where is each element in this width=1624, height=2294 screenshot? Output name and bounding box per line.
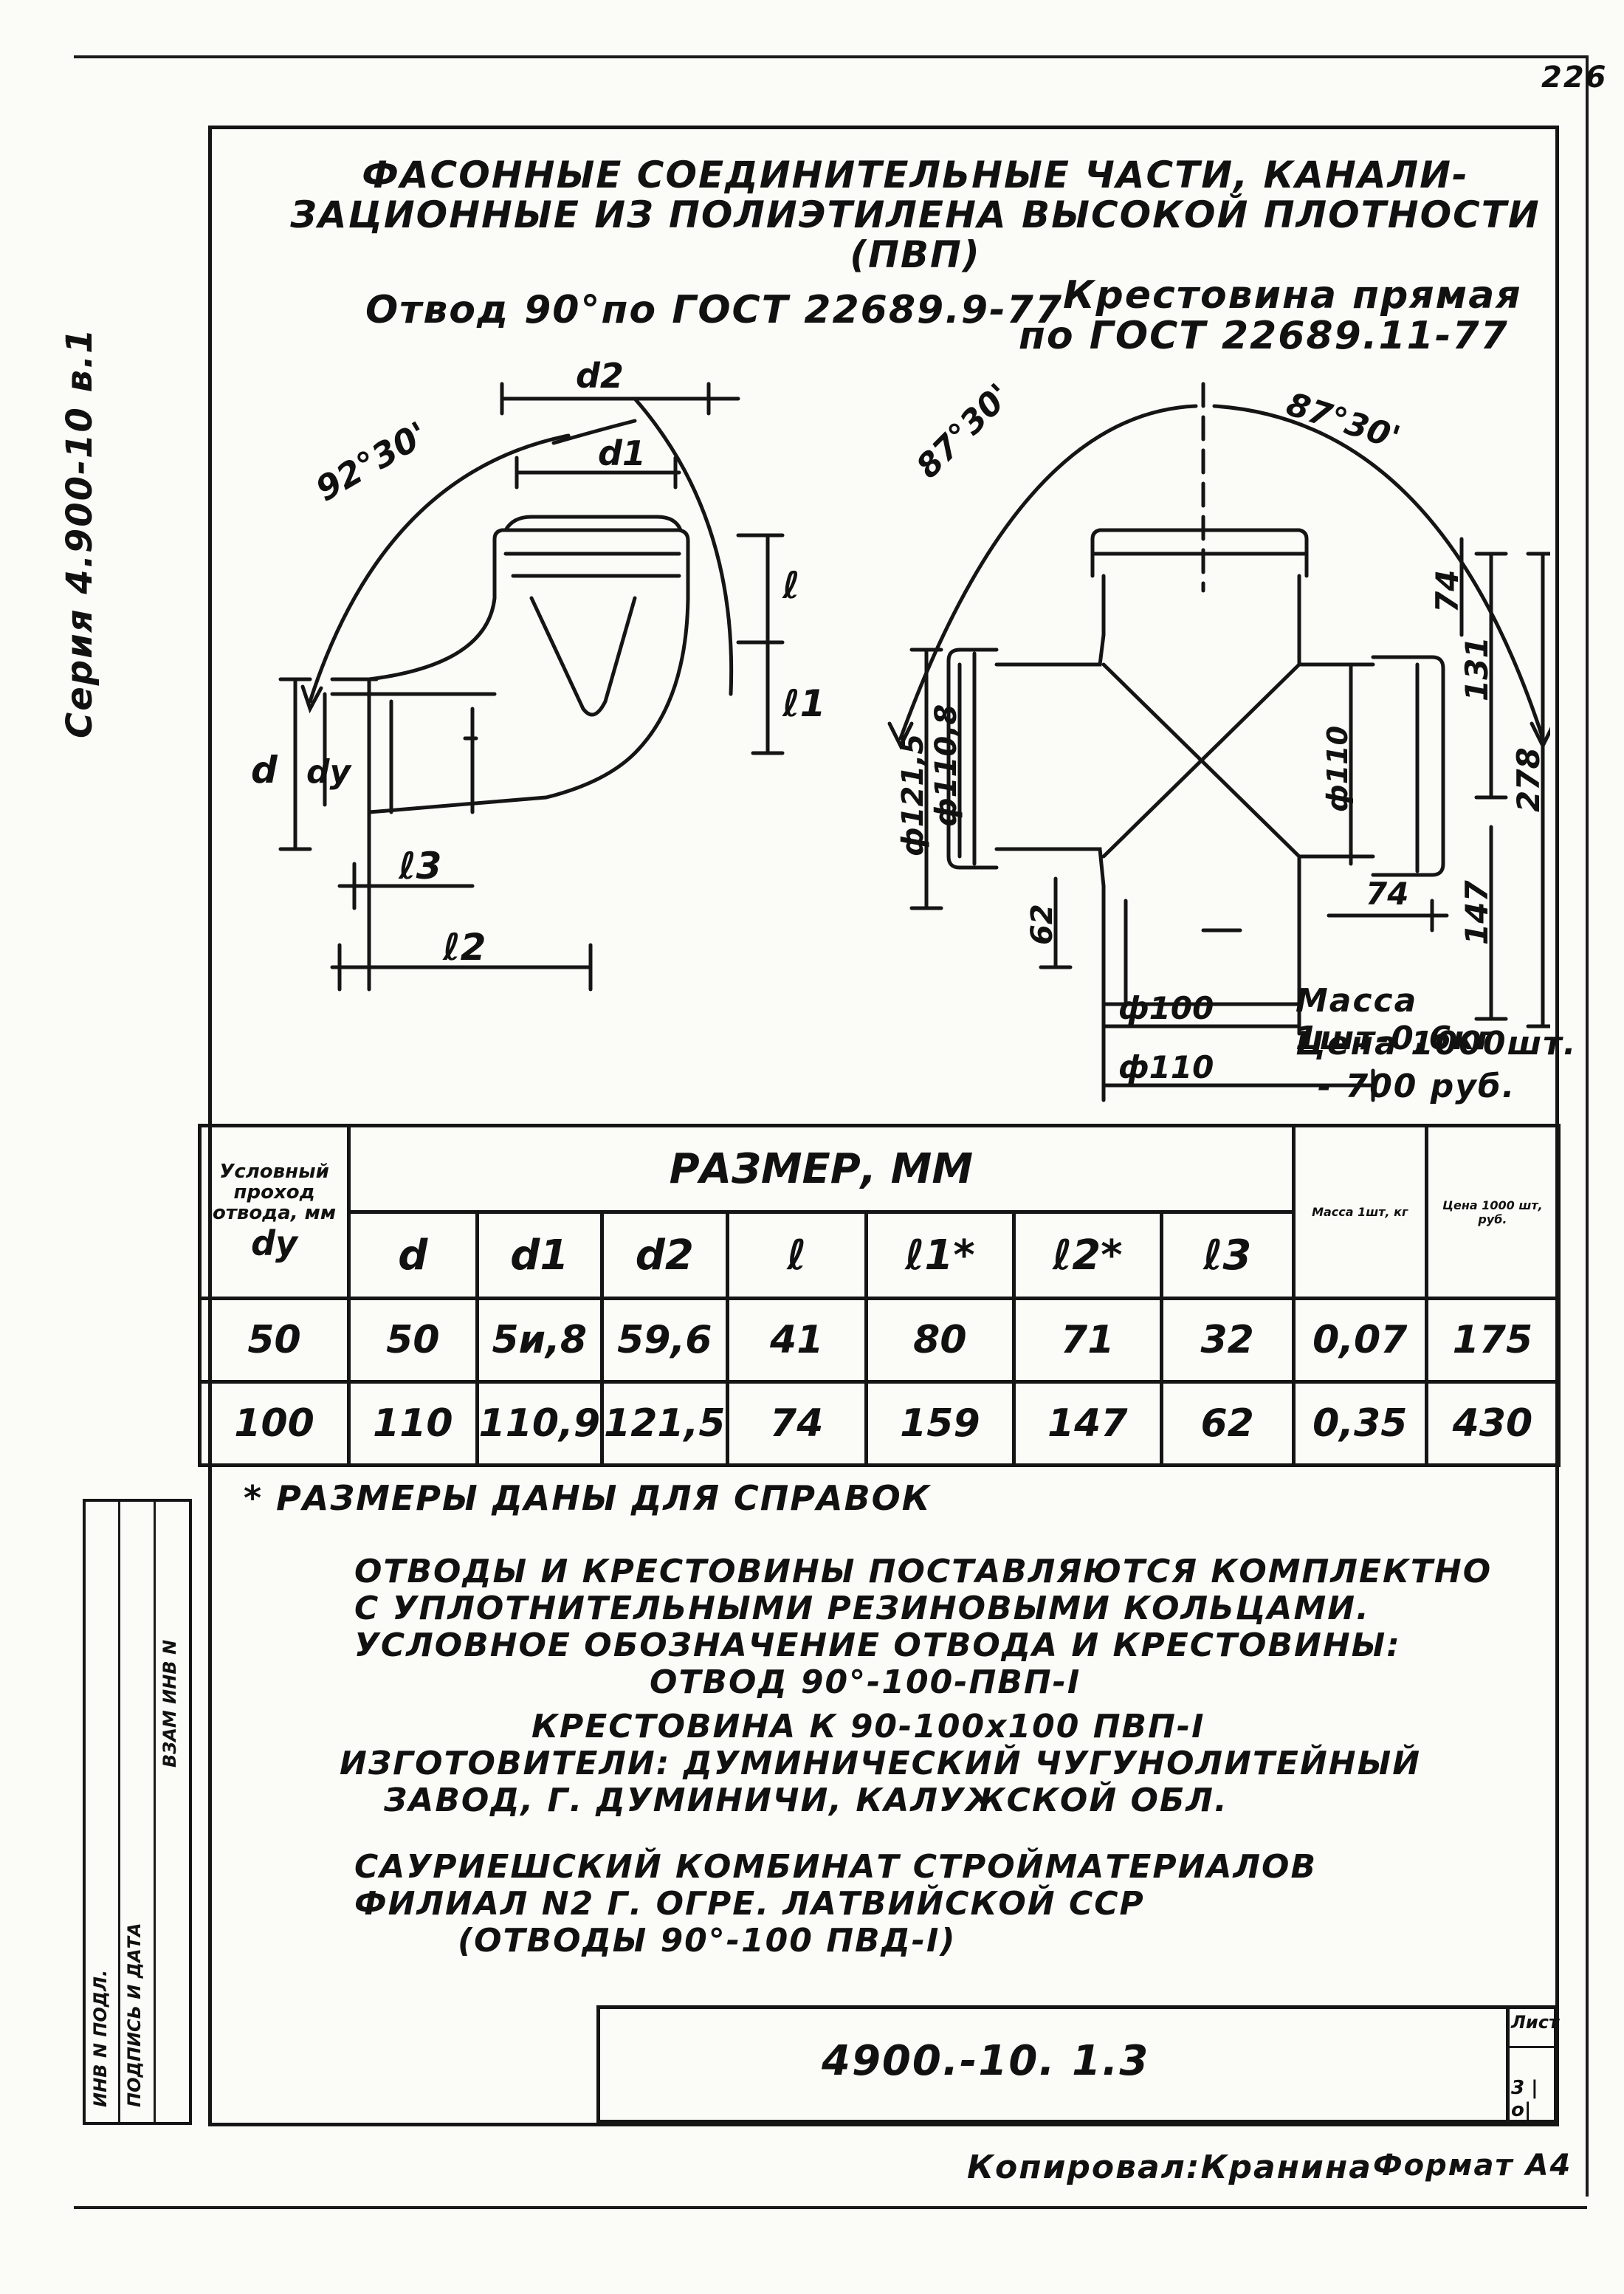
maker-2-line-3: (ОТВОДЫ 90°-100 ПВД-I) (458, 1922, 957, 1960)
cross-d1215-label: ф121,5 (896, 734, 930, 856)
stamp-code: 4900.-10. 1.3 (822, 2037, 1150, 2085)
size-col-l1: ℓ1* (864, 1210, 1016, 1300)
top-rule (74, 55, 1587, 58)
cross-dim62: 62 (1025, 904, 1059, 945)
note-line-3: УСЛОВНОЕ ОБОЗНАЧЕНИЕ ОТВОДА И КРЕСТОВИНЫ… (354, 1627, 1401, 1664)
footnote: * РАЗМЕРЫ ДАНЫ ДЛЯ СПРАВОК (244, 1478, 932, 1518)
cross-dim147: 147 (1459, 880, 1495, 945)
table-cell: 41 (725, 1297, 868, 1384)
note-line-2: С УПЛОТНИТЕЛЬНЫМИ РЕЗИНОВЫМИ КОЛЬЦАМИ. (354, 1590, 1370, 1627)
cross-d110v-label: ф110 (1321, 726, 1354, 812)
maker-1-line-2: ЗАВОД, Г. ДУМИНИЧИ, КАЛУЖСКОЙ ОБЛ. (384, 1782, 1228, 1819)
elbow-l2-label: ℓ2 (442, 926, 486, 969)
cross-d100-label: ф100 (1118, 990, 1214, 1026)
right-rule (1586, 55, 1589, 2197)
technical-drawing: 92°30' d2 d1 ℓ ℓ1 d dy ℓ3 ℓ2 87°30' 87°3… (251, 356, 1550, 1102)
mass-note-1: Масса 1шт-0,6кг (1296, 982, 1495, 1057)
elbow-l-label: ℓ (782, 564, 800, 607)
series-label: Серия 4.900-10 в.1 (59, 327, 100, 738)
table-cell: 0,35 (1291, 1380, 1428, 1467)
cross-drawing (887, 382, 1550, 1102)
cross-labels: 87°30' 87°30' ф121,5 ф110,8 ф110 74 131 … (896, 377, 1546, 1085)
cross-dim74-bottom: 74 (1366, 876, 1408, 912)
table-row: 50 50 5и,8 59,6 41 80 71 32 0,07 175 (197, 1297, 1561, 1384)
table-cell: 62 (1159, 1380, 1296, 1467)
bottom-rule (74, 2206, 1587, 2209)
table-cell: 100 (197, 1380, 351, 1467)
table-cell: 147 (1011, 1380, 1163, 1467)
sheet-number: 3 |о| (1511, 2077, 1538, 2121)
title-stamp: 4900.-10. 1.3 (596, 2005, 1554, 2123)
cross-dim74-top: 74 (1429, 570, 1465, 613)
size-col-l: ℓ (725, 1210, 868, 1300)
table-cell: 50 (197, 1297, 351, 1384)
table-cell: 74 (725, 1380, 868, 1467)
title-line-2: ЗАЦИОННЫЕ ИЗ ПОЛИЭТИЛЕНА ВЫСОКОЙ ПЛОТНОС… (290, 193, 1541, 236)
table-cell: 430 (1424, 1380, 1561, 1467)
footer-copied-by: Копировал:Кранина (967, 2149, 1372, 2186)
table-cell: 0,07 (1291, 1297, 1428, 1384)
maker-1-line-1: ИЗГОТОВИТЕЛИ: ДУМИНИЧЕСКИЙ ЧУГУНОЛИТЕЙНЫ… (340, 1745, 1422, 1782)
table-cell: 110 (347, 1380, 479, 1467)
size-col-l3: ℓ3 (1159, 1210, 1296, 1300)
maker-2-line-2: ФИЛИАЛ N2 Г. ОГРЕ. ЛАТВИЙСКОЙ ССР (354, 1885, 1145, 1923)
table-cell: 110,9 (475, 1380, 605, 1467)
table-cell: 71 (1011, 1297, 1163, 1384)
size-col-d: d (347, 1210, 479, 1300)
title-line-1: ФАСОННЫЕ СОЕДИНИТЕЛЬНЫЕ ЧАСТИ, КАНАЛИ- (362, 154, 1469, 196)
title-line-3: (ПВП) (850, 233, 981, 276)
elbow-labels: 92°30' d2 d1 ℓ ℓ1 d dy ℓ3 ℓ2 (251, 356, 825, 969)
table-cell: 32 (1159, 1297, 1296, 1384)
table-cell: 5и,8 (475, 1297, 605, 1384)
elbow-dy-label: dy (306, 753, 352, 791)
elbow-d1-label: d1 (598, 433, 646, 473)
size-col-d2: d2 (600, 1210, 729, 1300)
note-line-1: ОТВОДЫ И КРЕСТОВИНЫ ПОСТАВЛЯЮТСЯ КОМПЛЕК… (354, 1553, 1493, 1590)
table-cell: 159 (864, 1380, 1016, 1467)
side-label-1: ИНВ N ПОДЛ. (90, 1969, 111, 2107)
table-row: 100 110 110,9 121,5 74 159 147 62 0,35 4… (197, 1380, 1561, 1467)
elbow-d2-label: d2 (576, 356, 624, 396)
maker-2-line-1: САУРИЕШСКИЙ КОМБИНАТ СТРОЙМАТЕРИАЛОВ (354, 1848, 1317, 1886)
cross-d110h-label: ф110 (1118, 1049, 1214, 1085)
cross-dim131: 131 (1459, 636, 1495, 701)
note-line-4: ОТВОД 90°-100-ПВП-I (650, 1663, 1081, 1701)
dimensions-table: Условный проход отвода, мм dy РАЗМЕР, ММ… (197, 1124, 1561, 1467)
elbow-d-label: d (251, 749, 278, 791)
size-col-d1: d1 (475, 1210, 605, 1300)
note-line-5: КРЕСТОВИНА К 90-100х100 ПВП-I (531, 1708, 1205, 1745)
mass-note-2: Цена 1000шт. (1296, 1025, 1577, 1062)
elbow-angle-label: 92°30' (309, 413, 435, 509)
side-label-3: ВЗАМ ИНВ N (159, 1639, 180, 1768)
cross-angle-left: 87°30' (909, 377, 1019, 486)
side-label-2: ПОДПИСЬ И ДАТА (124, 1923, 145, 2107)
elbow-drawing (278, 382, 785, 992)
cross-d1108-label: ф110,8 (929, 704, 963, 827)
cross-title-2: по ГОСТ 22689.11-77 (1019, 314, 1509, 358)
approval-column: ИНВ N ПОДЛ. ПОДПИСЬ И ДАТА ВЗАМ ИНВ N (83, 1499, 192, 2125)
cross-dim278: 278 (1510, 747, 1546, 812)
footer-format: Формат А4 (1373, 2149, 1572, 2183)
table-cell: 121,5 (600, 1380, 729, 1467)
mass-header: Масса 1шт, кг (1291, 1124, 1428, 1300)
price-header: Цена 1000 шт, руб. (1424, 1124, 1561, 1300)
col0-header-cell: Условный проход отвода, мм dy (197, 1124, 351, 1300)
cross-title-1: Крестовина прямая (1063, 273, 1522, 317)
elbow-l3-label: ℓ3 (398, 845, 441, 887)
size-header: РАЗМЕР, ММ (347, 1124, 1296, 1214)
col0-header: Условный проход отвода, мм (212, 1160, 337, 1224)
size-col-l2: ℓ2* (1011, 1210, 1163, 1300)
table-cell: 59,6 (600, 1297, 729, 1384)
sheet-box: Лист 3 |о| (1506, 2005, 1559, 2123)
sheet-label: Лист (1511, 2012, 1559, 2033)
elbow-l1-label: ℓ1 (782, 682, 825, 725)
elbow-title: Отвод 90°по ГОСТ 22689.9-77 (365, 288, 1064, 332)
col0-sub: dy (251, 1223, 298, 1263)
page-number: 226 (1541, 61, 1608, 95)
table-cell: 175 (1424, 1297, 1561, 1384)
table-cell: 80 (864, 1297, 1016, 1384)
table-cell: 50 (347, 1297, 479, 1384)
mass-note-3: - 700 руб. (1318, 1068, 1516, 1105)
